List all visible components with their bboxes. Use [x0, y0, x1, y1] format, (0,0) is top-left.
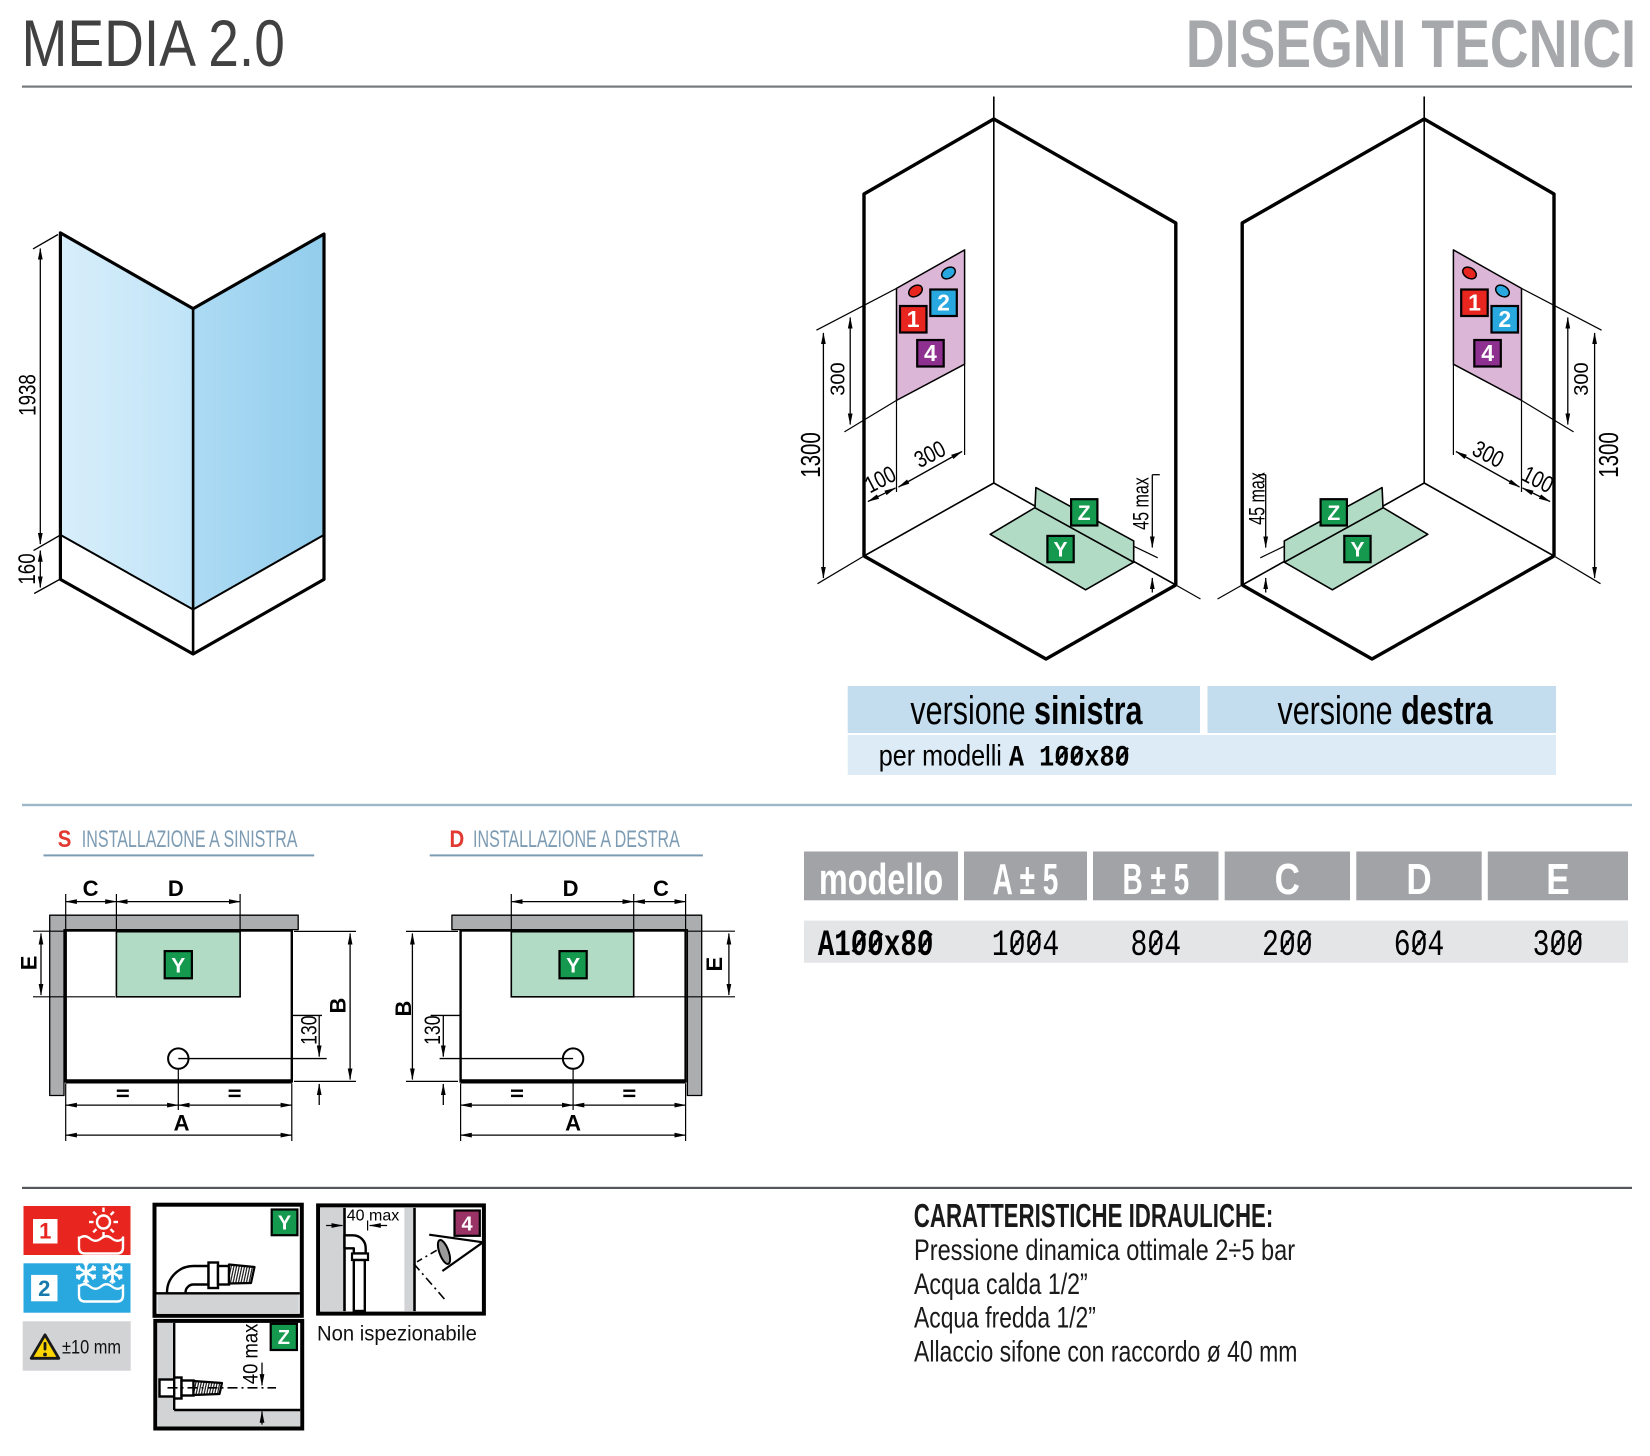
svg-text:Y: Y: [566, 955, 580, 978]
svg-text:1: 1: [39, 1219, 51, 1244]
svg-text:160: 160: [14, 553, 41, 584]
svg-text:E: E: [17, 956, 42, 971]
svg-text:1300: 1300: [796, 432, 827, 477]
svg-text:300: 300: [828, 362, 850, 395]
svg-text:Allaccio sifone con raccordo ø: Allaccio sifone con raccordo ø 40 mm: [914, 1335, 1297, 1369]
svg-text:B: B: [391, 1001, 416, 1017]
svg-text:C: C: [653, 876, 669, 901]
svg-text:1300: 1300: [1594, 432, 1625, 477]
svg-text:45 max: 45 max: [1130, 477, 1154, 530]
svg-text:versione destra: versione destra: [1277, 688, 1492, 733]
svg-text:DISEGNI TECNICI: DISEGNI TECNICI: [1186, 6, 1636, 81]
svg-text:INSTALLAZIONE A DESTRA: INSTALLAZIONE A DESTRA: [473, 827, 680, 853]
svg-text:100: 100: [860, 461, 900, 499]
svg-text:A100x80: A100x80: [818, 924, 934, 966]
svg-text:45 max: 45 max: [1246, 472, 1270, 525]
svg-text:±10 mm: ±10 mm: [62, 1336, 121, 1358]
svg-text:1: 1: [1468, 289, 1481, 315]
svg-text:2: 2: [937, 289, 950, 315]
svg-text:2: 2: [1498, 306, 1511, 332]
svg-text:804: 804: [1130, 925, 1181, 967]
svg-text:300: 300: [910, 435, 950, 473]
svg-text:D: D: [168, 876, 184, 901]
svg-text:Pressione dinamica ottimale 2÷: Pressione dinamica ottimale 2÷5 bar: [914, 1233, 1295, 1266]
svg-text:Z: Z: [1327, 502, 1340, 525]
svg-text:A: A: [174, 1110, 190, 1135]
svg-text:CARATTERISTICHE IDRAULICHE:: CARATTERISTICHE IDRAULICHE:: [914, 1197, 1274, 1233]
svg-text:Z: Z: [278, 1327, 290, 1349]
svg-text:versione sinistra: versione sinistra: [910, 688, 1142, 733]
svg-text:4: 4: [924, 340, 937, 366]
svg-text:40 max: 40 max: [239, 1324, 262, 1385]
svg-text:Y: Y: [278, 1213, 292, 1235]
svg-text:per modelli A 100x80: per modelli A 100x80: [879, 738, 1130, 775]
svg-text:D: D: [563, 876, 579, 901]
svg-text:Y: Y: [1350, 539, 1364, 562]
svg-text:C: C: [83, 876, 99, 901]
svg-text:S: S: [58, 826, 72, 853]
svg-text:4: 4: [1481, 340, 1494, 366]
svg-text:D: D: [450, 826, 465, 853]
svg-text:E: E: [702, 957, 727, 972]
svg-text:1938: 1938: [14, 374, 41, 416]
svg-text:D: D: [1406, 855, 1431, 904]
svg-text:B ± 5: B ± 5: [1122, 855, 1189, 904]
svg-text:Non ispezionabile: Non ispezionabile: [317, 1322, 477, 1345]
svg-text:2: 2: [38, 1276, 50, 1301]
svg-text:200: 200: [1262, 925, 1313, 967]
svg-text:1: 1: [907, 306, 920, 332]
svg-text:C: C: [1275, 855, 1300, 904]
svg-text:A: A: [565, 1110, 581, 1135]
svg-text:Y: Y: [1053, 539, 1067, 562]
svg-text:130: 130: [421, 1016, 445, 1045]
svg-text:E: E: [1546, 855, 1569, 904]
svg-text:4: 4: [462, 1214, 474, 1236]
svg-text:Acqua fredda 1/2”: Acqua fredda 1/2”: [914, 1300, 1096, 1334]
svg-text:130: 130: [298, 1016, 322, 1045]
svg-text:Y: Y: [171, 955, 185, 978]
svg-text:300: 300: [1571, 362, 1593, 395]
svg-text:modello: modello: [819, 855, 943, 904]
svg-text:604: 604: [1394, 925, 1445, 967]
svg-text:B: B: [326, 998, 351, 1014]
svg-text:Z: Z: [1078, 502, 1091, 525]
svg-text:300: 300: [1533, 925, 1584, 967]
svg-text:40 max: 40 max: [347, 1207, 399, 1224]
svg-text:A ± 5: A ± 5: [993, 855, 1059, 904]
svg-text:INSTALLAZIONE A SINISTRA: INSTALLAZIONE A SINISTRA: [82, 827, 298, 853]
svg-text:MEDIA 2.0: MEDIA 2.0: [22, 6, 285, 80]
svg-text:300: 300: [1468, 435, 1508, 473]
svg-text:1004: 1004: [992, 925, 1060, 967]
svg-text:Acqua calda 1/2”: Acqua calda 1/2”: [914, 1267, 1088, 1301]
svg-text:100: 100: [1518, 461, 1558, 499]
